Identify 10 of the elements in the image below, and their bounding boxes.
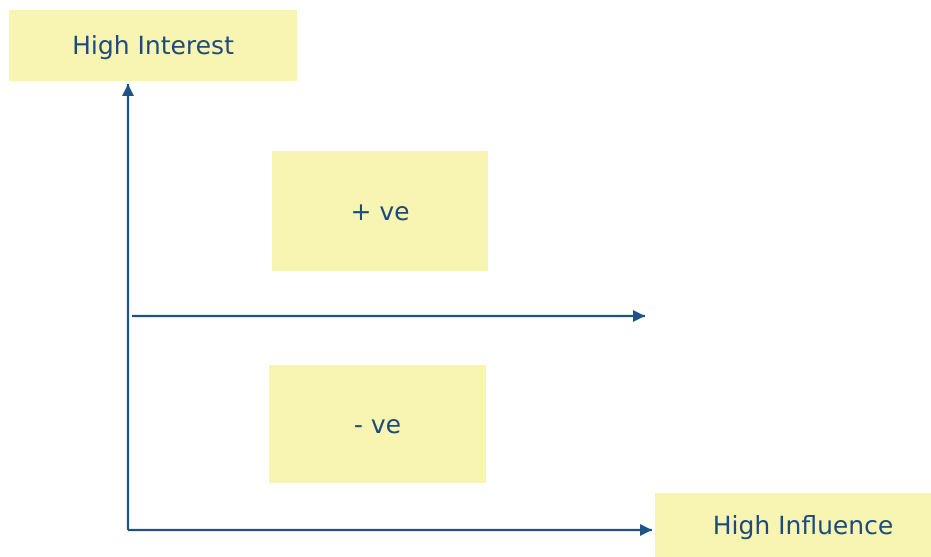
box-label: High Interest	[72, 31, 234, 60]
label-box	[269, 365, 486, 483]
axis-arrow	[128, 524, 652, 536]
box-label: High Influence	[712, 510, 894, 540]
box-label: - ve	[354, 410, 402, 438]
label-box	[655, 493, 931, 557]
axis-arrow	[122, 84, 134, 530]
box-label: + ve	[350, 196, 410, 226]
label-box	[272, 151, 488, 271]
label-box	[9, 10, 297, 81]
